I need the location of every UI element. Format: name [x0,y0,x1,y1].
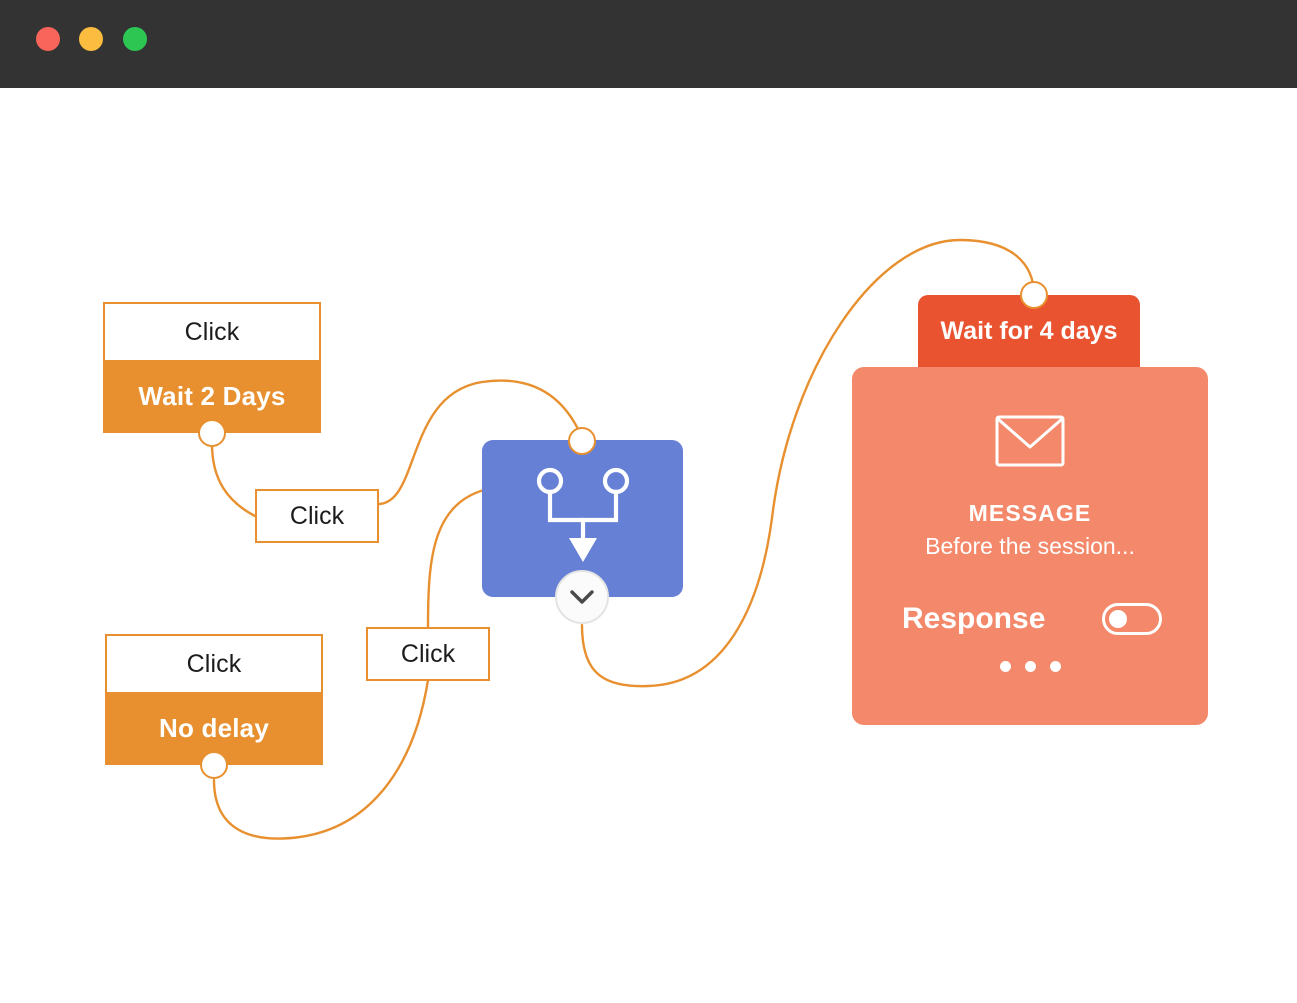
delay-trigger-label[interactable]: Click [103,302,321,360]
input-port[interactable] [1020,281,1048,309]
message-card[interactable]: MESSAGE Before the session... Response [852,367,1208,725]
wait-tab-label: Wait for 4 days [940,316,1118,345]
window-titlebar [0,0,1297,88]
merge-node[interactable] [482,427,683,624]
click-box-lower[interactable]: Click [366,627,490,681]
response-toggle-knob [1109,610,1127,628]
click-box-middle[interactable]: Click [255,489,379,543]
flow-canvas[interactable]: Click Wait 2 Days Click Click Click No d… [0,88,1297,1003]
window-maximize-button[interactable] [123,27,147,51]
edge-wait2days-to-click-middle [210,442,257,518]
click-box-label: Click [289,501,345,530]
message-title: MESSAGE [968,500,1092,526]
merge-node-expand-button[interactable] [555,570,609,624]
response-row: Response [902,602,1162,636]
input-port[interactable] [568,427,596,455]
message-subtitle: Before the session... [925,533,1135,559]
response-label: Response [902,602,1046,635]
ellipsis-dot [999,661,1011,672]
ellipsis-dot [1024,661,1036,672]
chevron-down-icon [570,589,594,604]
envelope-icon [995,415,1065,467]
delay-trigger-label[interactable]: Click [105,634,323,692]
delay-node-wait-2-days[interactable]: Click Wait 2 Days [103,302,321,447]
delay-value-label[interactable]: Wait 2 Days [103,360,321,433]
delay-node-no-delay[interactable]: Click No delay [105,634,323,779]
merge-branches-icon [536,467,629,562]
output-port[interactable] [198,419,226,447]
ellipsis-dot [1049,661,1061,672]
output-port[interactable] [200,751,228,779]
window-minimize-button[interactable] [79,27,103,51]
window-close-button[interactable] [36,27,60,51]
ellipsis-icon[interactable] [852,661,1208,672]
click-box-label: Click [400,639,456,668]
delay-card[interactable]: Click Wait 2 Days [103,302,321,433]
delay-card[interactable]: Click No delay [105,634,323,765]
response-toggle[interactable] [1102,603,1162,635]
